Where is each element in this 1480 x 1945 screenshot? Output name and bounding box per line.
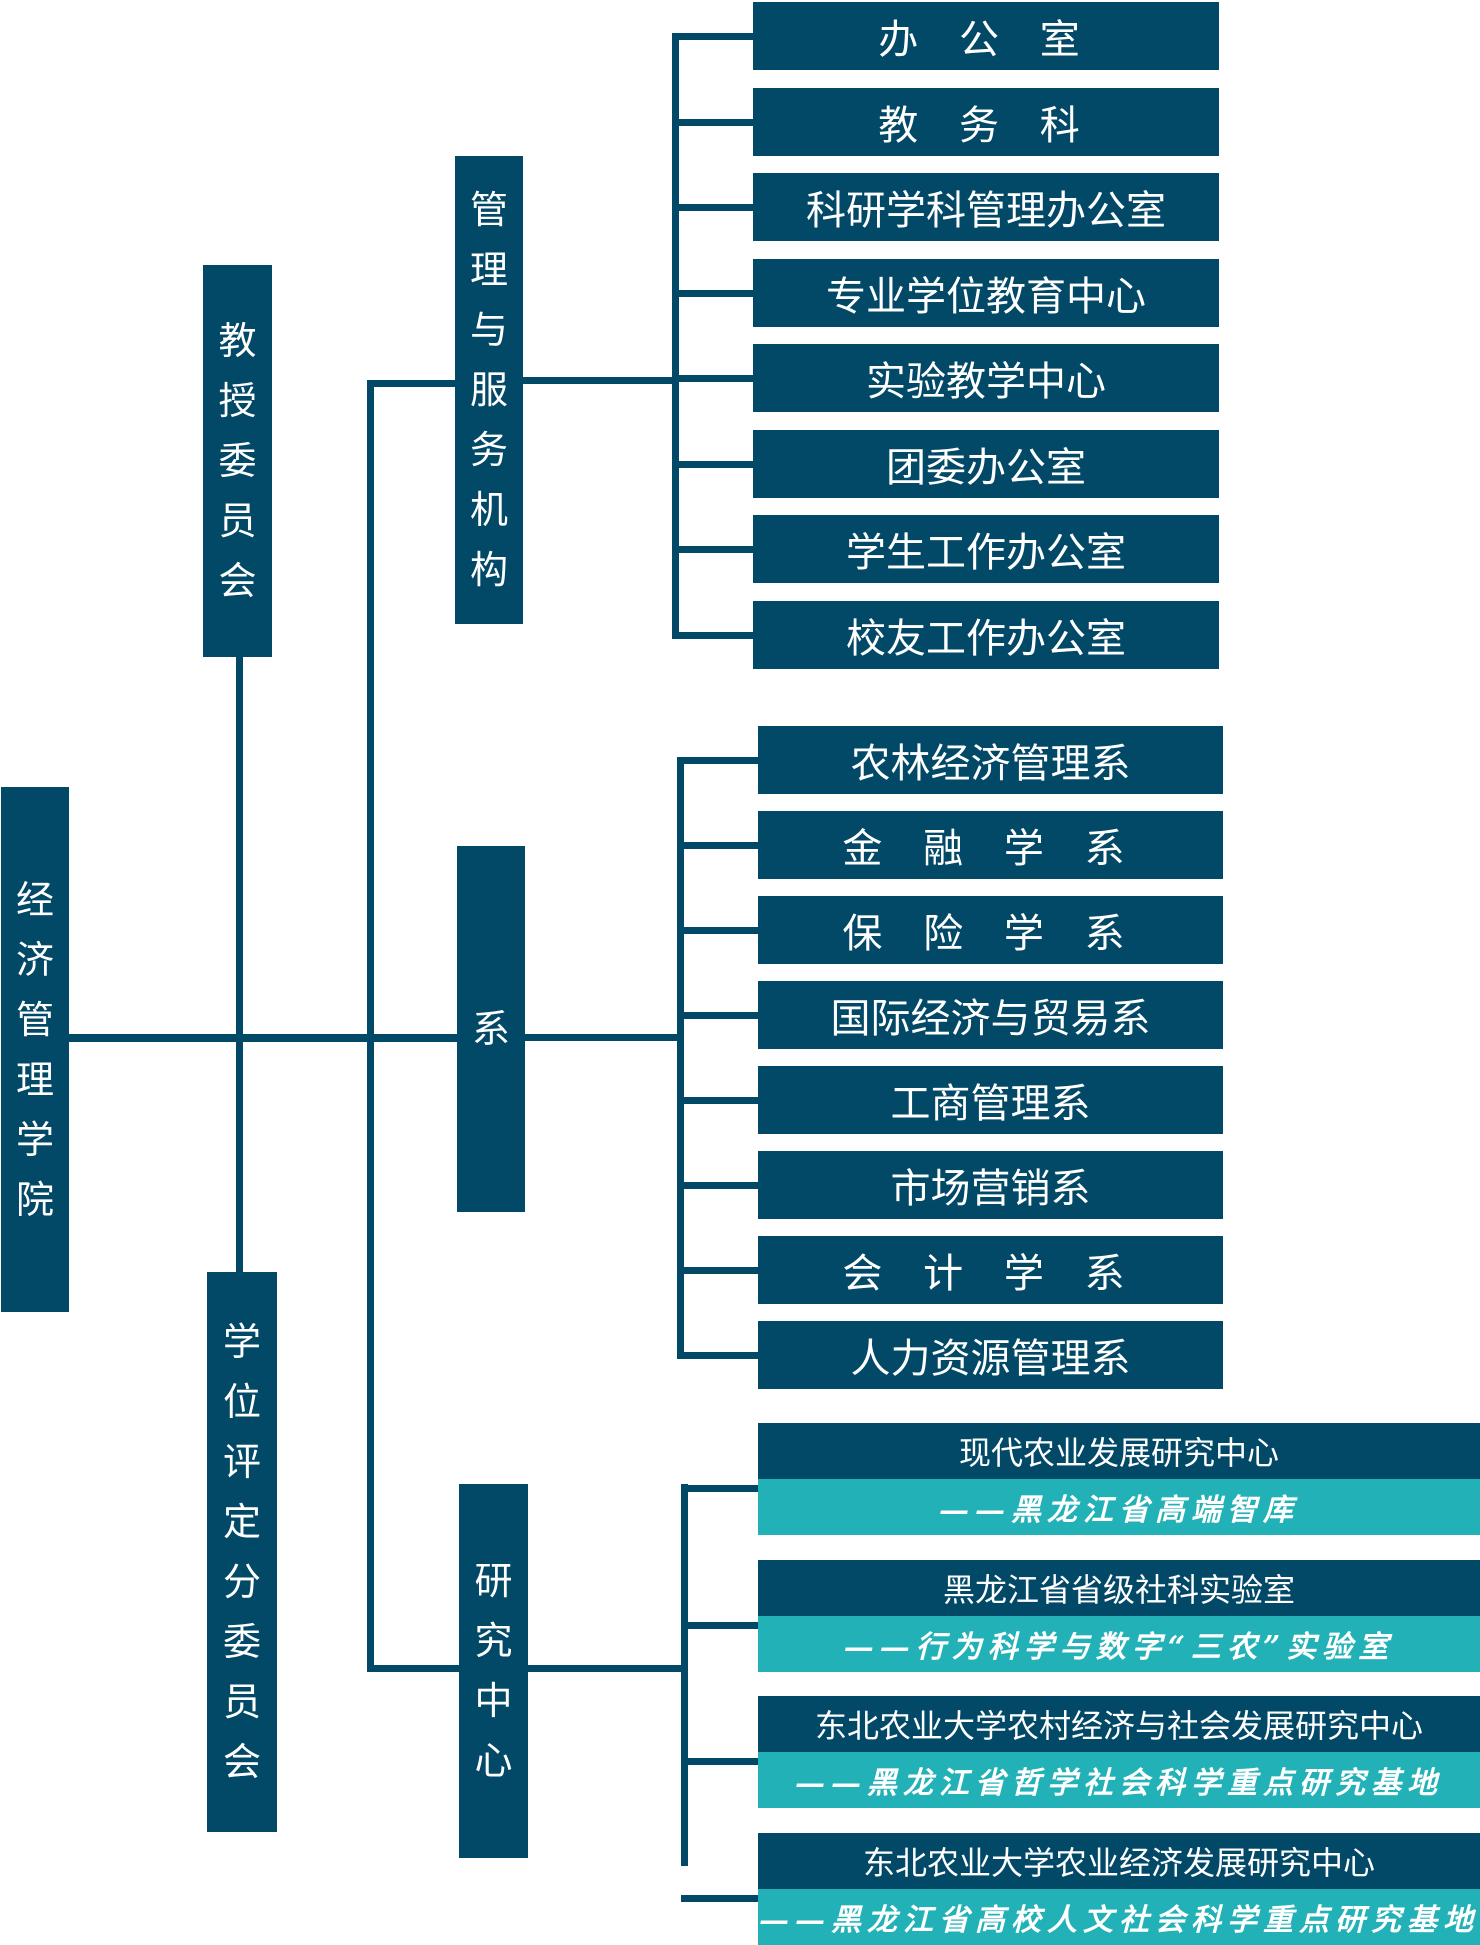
management-item[interactable]: 团委办公室	[753, 429, 1219, 498]
degree-committee-label: 学位评定分委员会	[222, 1320, 261, 1784]
department-item-label: 农林经济管理系	[850, 741, 1131, 787]
main-trunk-line	[367, 380, 374, 1672]
department-item-branch-line	[677, 1267, 761, 1274]
management-item-label: 办 公 室	[878, 17, 1094, 63]
management-item-branch-line	[672, 375, 756, 382]
departments-node[interactable]: 系	[457, 846, 525, 1212]
department-item-branch-line	[677, 927, 761, 934]
management-item-branch-line	[672, 118, 756, 126]
management-item-label: 实验教学中心	[866, 359, 1106, 405]
management-item-label: 专业学位教育中心	[826, 273, 1146, 320]
management-item[interactable]: 教 务 科	[753, 87, 1219, 156]
research-connector-line	[528, 1665, 688, 1672]
management-item-branch-line	[672, 460, 756, 468]
department-item-label: 国际经济与贸易系	[830, 996, 1151, 1042]
research-item-branch-line	[681, 1758, 761, 1765]
research-item-name: 现代农业发展研究中心	[758, 1423, 1480, 1479]
department-item-label: 金 融 学 系	[842, 826, 1139, 872]
research-branch-line	[367, 1665, 462, 1672]
department-item[interactable]: 保 险 学 系	[758, 896, 1223, 964]
management-connector-line	[523, 377, 679, 384]
management-label: 管理与服务机构	[469, 188, 508, 592]
department-item[interactable]: 市场营销系	[758, 1151, 1223, 1219]
management-item[interactable]: 科研学科管理办公室	[753, 173, 1219, 241]
department-item-branch-line	[677, 1352, 761, 1359]
committee-trunk-line	[236, 655, 243, 1275]
department-item-branch-line	[677, 757, 761, 764]
departments-label: 系	[471, 1007, 510, 1051]
root-connector-line	[69, 1034, 459, 1042]
department-item-branch-line	[677, 842, 761, 849]
research-item[interactable]: 黑龙江省省级社科实验室——行为科学与数字“三农”实验室	[758, 1559, 1480, 1672]
management-item[interactable]: 专业学位教育中心	[753, 258, 1219, 327]
department-item-label: 市场营销系	[890, 1166, 1091, 1212]
management-item-branch-line	[672, 289, 756, 297]
departments-connector-line	[525, 1034, 684, 1041]
management-item-branch-line	[672, 204, 756, 211]
department-item[interactable]: 农林经济管理系	[758, 726, 1223, 794]
degree-committee-node[interactable]: 学位评定分委员会	[207, 1272, 277, 1832]
research-label: 研究中心	[474, 1559, 513, 1783]
research-item-name: 东北农业大学农村经济与社会发展研究中心	[758, 1696, 1480, 1752]
management-branch-line	[367, 380, 459, 387]
research-item-name: 黑龙江省省级社科实验室	[758, 1559, 1480, 1616]
department-item[interactable]: 人力资源管理系	[758, 1321, 1223, 1389]
research-item-name: 东北农业大学农业经济发展研究中心	[758, 1832, 1480, 1889]
management-item-label: 团委办公室	[886, 444, 1086, 491]
research-item[interactable]: 现代农业发展研究中心——黑龙江省高端智库	[758, 1423, 1480, 1535]
department-item-branch-line	[677, 1012, 761, 1019]
research-item-branch-line	[681, 1894, 761, 1902]
research-item[interactable]: 东北农业大学农村经济与社会发展研究中心——黑龙江省哲学社会科学重点研究基地	[758, 1696, 1480, 1808]
management-node[interactable]: 管理与服务机构	[455, 156, 523, 624]
root-node[interactable]: 经济管理学院	[1, 787, 69, 1312]
professor-committee-node[interactable]: 教授委员会	[203, 265, 272, 657]
departments-trunk-line	[677, 757, 684, 1357]
management-item[interactable]: 学生工作办公室	[753, 515, 1219, 583]
department-item[interactable]: 金 融 学 系	[758, 811, 1223, 879]
management-item-label: 学生工作办公室	[846, 530, 1126, 576]
department-item-label: 保 险 学 系	[842, 911, 1139, 957]
department-item[interactable]: 会 计 学 系	[758, 1236, 1223, 1304]
management-item[interactable]: 实验教学中心	[753, 344, 1219, 412]
management-item-branch-line	[672, 631, 756, 639]
department-item[interactable]: 国际经济与贸易系	[758, 981, 1223, 1049]
department-item-label: 工商管理系	[890, 1081, 1091, 1127]
management-item-branch-line	[672, 546, 756, 553]
research-item[interactable]: 东北农业大学农业经济发展研究中心——黑龙江省高校人文社会科学重点研究基地	[758, 1832, 1480, 1945]
research-item-subtitle: ——黑龙江省哲学社会科学重点研究基地	[758, 1752, 1480, 1808]
management-item[interactable]: 办 公 室	[753, 2, 1219, 70]
research-item-subtitle: ——黑龙江省高端智库	[758, 1479, 1480, 1535]
management-item-label: 科研学科管理办公室	[806, 188, 1166, 234]
department-item-branch-line	[677, 1182, 761, 1189]
research-node[interactable]: 研究中心	[459, 1484, 528, 1858]
management-item[interactable]: 校友工作办公室	[753, 600, 1219, 669]
management-item-label: 校友工作办公室	[846, 615, 1126, 662]
management-item-label: 教 务 科	[878, 102, 1094, 149]
management-item-branch-line	[672, 33, 756, 40]
department-item-label: 人力资源管理系	[850, 1336, 1131, 1382]
professor-committee-label: 教授委员会	[218, 319, 257, 603]
research-item-subtitle: ——行为科学与数字“三农”实验室	[758, 1615, 1480, 1672]
research-item-branch-line	[681, 1621, 761, 1629]
research-trunk-line	[681, 1484, 688, 1866]
research-item-branch-line	[681, 1485, 761, 1492]
department-item-label: 会 计 学 系	[842, 1251, 1139, 1297]
department-item[interactable]: 工商管理系	[758, 1066, 1223, 1134]
research-item-subtitle: ——黑龙江省高校人文社会科学重点研究基地	[758, 1888, 1480, 1945]
department-item-branch-line	[677, 1097, 761, 1104]
root-label: 经济管理学院	[15, 877, 54, 1222]
management-trunk-line	[672, 33, 679, 636]
